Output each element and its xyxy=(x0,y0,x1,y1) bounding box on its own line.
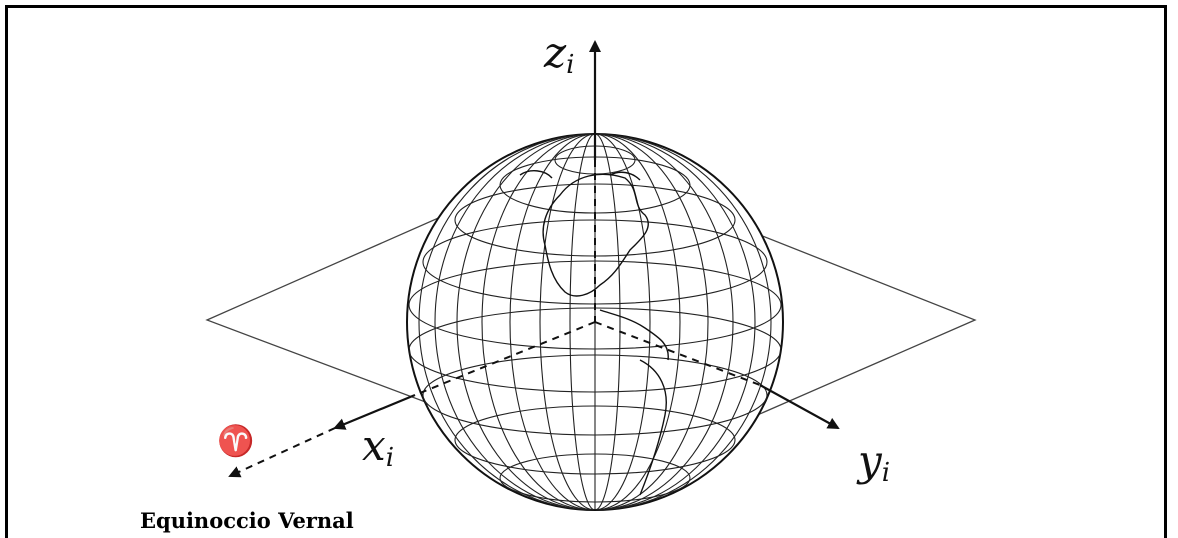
x-axis-arrow xyxy=(333,393,416,430)
x-axis-label: xi xyxy=(362,421,395,473)
vernal-equinox-symbol: ♈ xyxy=(217,424,255,459)
y-axis-label: yi xyxy=(858,436,891,488)
z-axis-label: zi xyxy=(544,28,575,80)
figure-frame xyxy=(5,5,1167,538)
y-axis-arrow xyxy=(759,384,840,429)
vernal-equinox-caption: Equinoccio Vernal xyxy=(140,508,354,533)
vernal-direction-dashed xyxy=(228,427,336,478)
y-axis-dashed xyxy=(594,321,761,386)
x-axis-dashed xyxy=(414,321,596,396)
continent-outlines xyxy=(519,170,669,496)
